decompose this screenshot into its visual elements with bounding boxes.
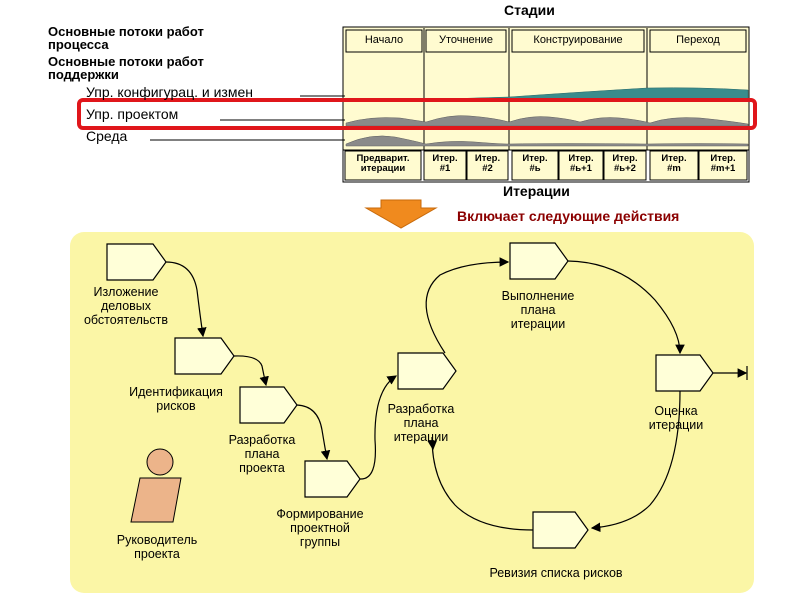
highlight-frame bbox=[77, 98, 757, 130]
activity-shape-revise-risks bbox=[532, 511, 589, 549]
workflow-label-config: Упр. конфигурац. и измен bbox=[86, 84, 253, 100]
stage-elaboration: Уточнение bbox=[438, 34, 494, 46]
includes-caption: Включает следующие действия bbox=[457, 208, 680, 224]
main-workflows-title-line1: Основные потоки работ bbox=[48, 24, 204, 39]
activity-shapes bbox=[106, 242, 714, 549]
environment-area bbox=[345, 135, 749, 147]
orange-down-arrow-icon bbox=[364, 199, 438, 229]
stage-header-boxes bbox=[345, 29, 747, 53]
iterations-title: Итерации bbox=[503, 183, 570, 199]
project-manager-icon bbox=[130, 448, 182, 523]
stage-transition: Переход bbox=[676, 34, 720, 46]
activity-shape-dev-project-plan bbox=[239, 386, 298, 424]
iteration-m-plus-1: Итер.#m+1 bbox=[710, 153, 736, 174]
iteration-1: Итер.#1 bbox=[432, 153, 458, 174]
activity-panel bbox=[70, 232, 754, 593]
workflow-label-environment: Среда bbox=[86, 128, 128, 144]
iteration-boxes bbox=[344, 150, 748, 181]
main-workflows-title-line2: процесса bbox=[48, 37, 109, 52]
row-connector-lines bbox=[150, 95, 345, 141]
stage-construction: Конструирование bbox=[533, 34, 623, 46]
support-workflows-title-line1: Основные потоки работ bbox=[48, 54, 204, 69]
iteration-preliminary: Предварит.итерации bbox=[356, 153, 410, 174]
workflow-label-project-mgmt: Упр. проектом bbox=[86, 106, 179, 122]
activity-shape-assess-iteration bbox=[655, 354, 714, 392]
iteration-b-plus-1: Итер.#ь+1 bbox=[568, 153, 594, 174]
activity-shape-dev-iteration-plan bbox=[397, 352, 457, 390]
iteration-b: Итер.#ь bbox=[522, 153, 548, 174]
activity-shape-form-team bbox=[304, 460, 361, 498]
project-mgmt-area bbox=[345, 115, 749, 127]
support-workflows-title-line2: поддержки bbox=[48, 67, 119, 82]
activity-shape-execute-plan bbox=[509, 242, 569, 280]
iteration-b-plus-2: Итер.#ь+2 bbox=[612, 153, 638, 174]
iteration-2: Итер.#2 bbox=[474, 153, 501, 174]
flow-arrows bbox=[165, 257, 748, 533]
activity-shape-identify-risks bbox=[174, 337, 235, 375]
stages-title: Стадии bbox=[504, 2, 555, 18]
stage-inception: Начало bbox=[364, 34, 404, 46]
activity-label-revise-risks: Ревизия списка рисков bbox=[489, 566, 623, 580]
activity-shape-business-case bbox=[106, 243, 167, 281]
iteration-m: Итер.#m bbox=[661, 153, 687, 174]
